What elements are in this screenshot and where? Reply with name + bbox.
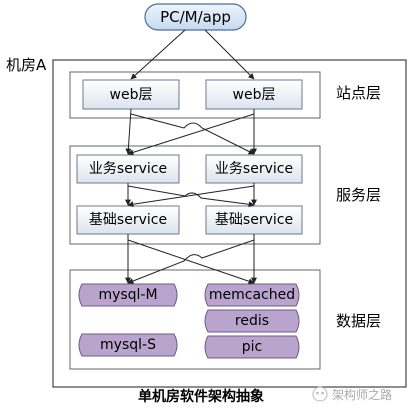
connector-client-web-left (130, 29, 186, 80)
base-service-right-label: 基础service (214, 212, 294, 228)
connectors (125, 29, 257, 285)
connector-biz-right-base-left (127, 185, 255, 208)
data-layer-label: 数据层 (336, 312, 382, 330)
mysql-slave-node (78, 333, 178, 357)
redis-label: redis (234, 313, 270, 329)
base-service-left-label: 基础service (88, 212, 168, 228)
watermark-text: 架构师之路 (332, 388, 393, 402)
web-node-right-label: web层 (232, 86, 276, 103)
site-layer-box (69, 71, 321, 119)
room-frame (52, 59, 407, 388)
business-service-right-label: 业务service (214, 161, 294, 177)
memcached-node (204, 283, 300, 307)
web-node-left-label: web层 (109, 86, 153, 103)
business-service-left-label: 业务service (88, 161, 168, 177)
web-node-right (205, 79, 303, 110)
client-label: PC/M/app (160, 7, 231, 26)
watermark-icon (312, 386, 328, 402)
diagram-caption: 单机房软件架构抽象 (138, 389, 264, 405)
connector-client-web-right (204, 29, 255, 80)
mysql-slave-label: mysql-S (100, 337, 156, 353)
connector-web-left-biz-right (130, 113, 255, 155)
business-service-node-left (76, 154, 180, 184)
mysql-master-label: mysql-M (98, 287, 158, 303)
pic-node (204, 335, 300, 359)
site-layer-label: 站点层 (336, 84, 382, 102)
mysql-master-node (78, 283, 178, 307)
connector-base-left-cache (127, 239, 255, 285)
base-service-node-right (205, 205, 303, 235)
room-label: 机房A (6, 56, 47, 74)
connector-web-right-biz-left (127, 113, 255, 156)
pic-label: pic (241, 339, 263, 355)
service-layer-box (69, 145, 321, 245)
data-layer-box (69, 269, 321, 370)
business-service-node-right (205, 154, 303, 184)
connector-base-right-mysql (127, 239, 255, 284)
connector-web-left-biz-left (125, 108, 132, 155)
service-layer-label: 服务层 (336, 186, 382, 204)
client-node (144, 3, 247, 31)
redis-node (204, 309, 300, 333)
base-service-node-left (76, 205, 180, 235)
memcached-label: memcached (208, 287, 296, 303)
